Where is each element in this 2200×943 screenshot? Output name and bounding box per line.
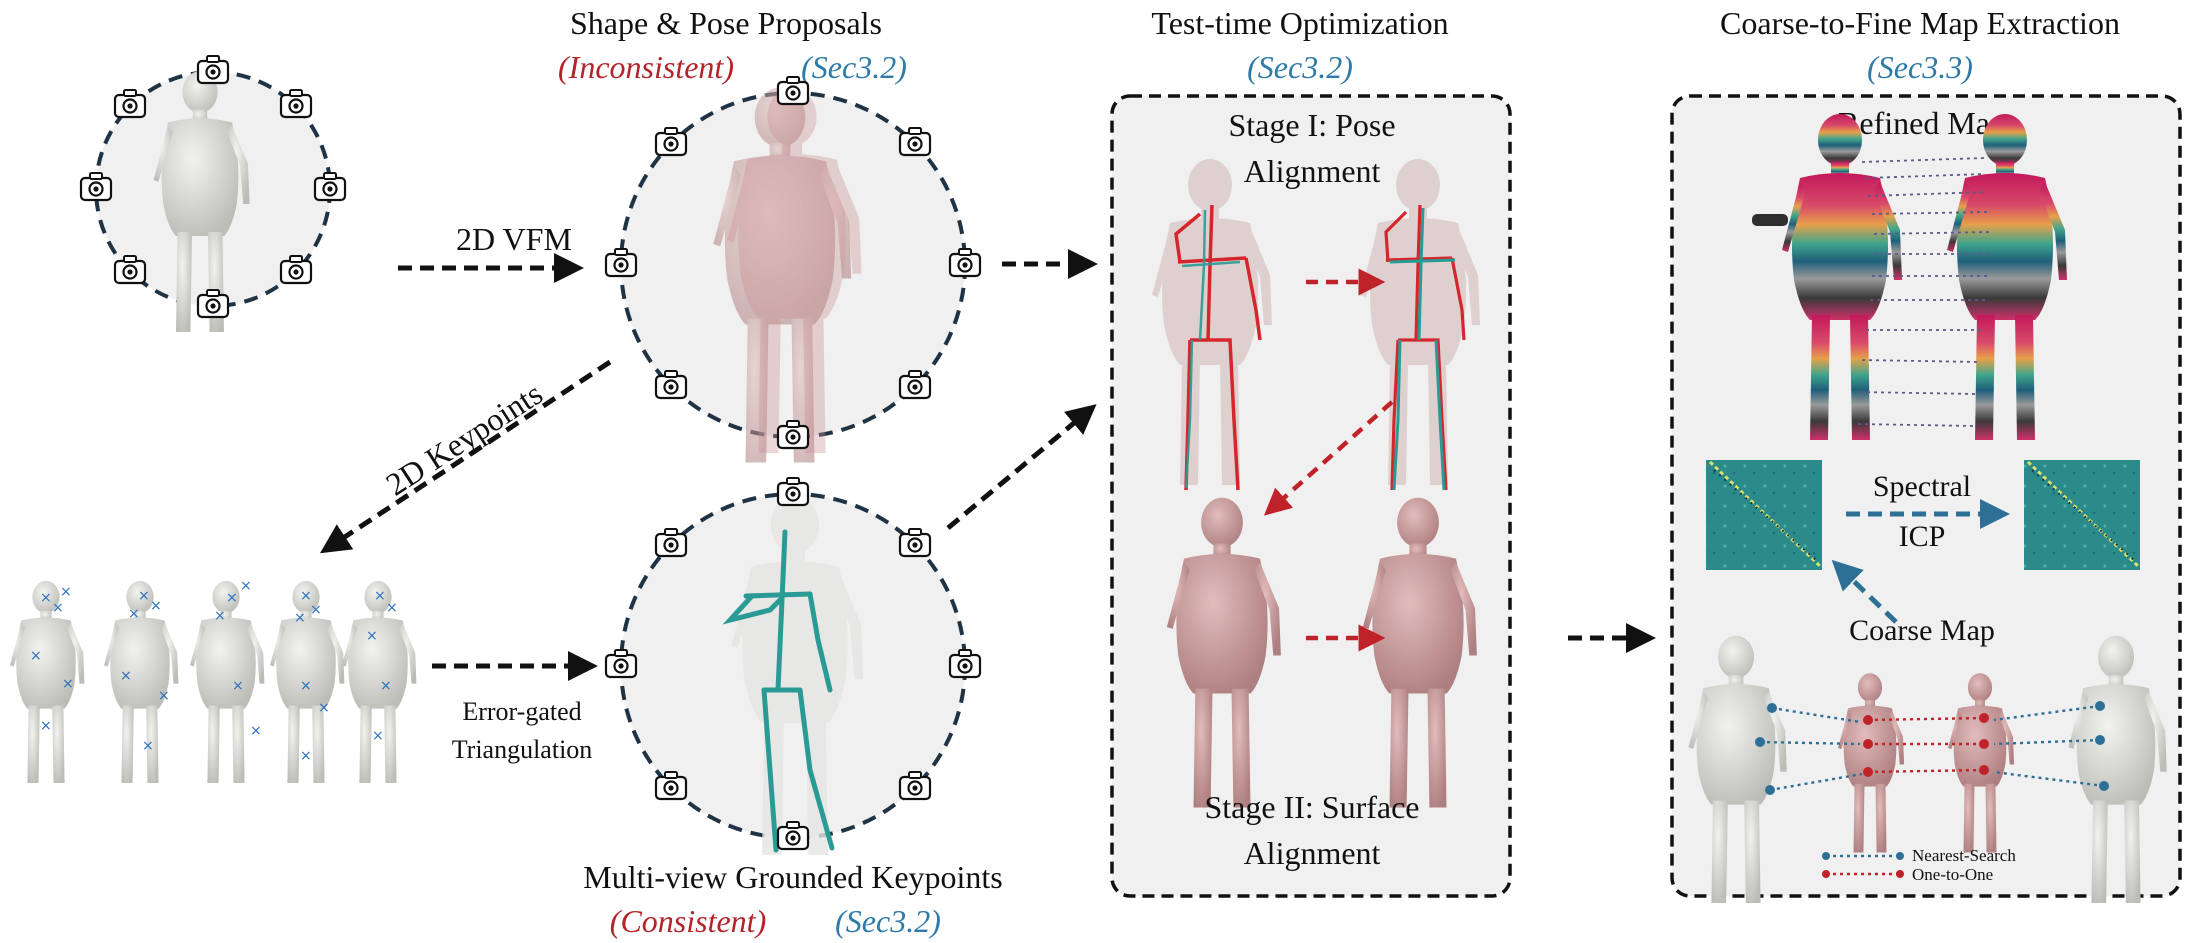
correspondence-matrix-icon	[2024, 460, 2140, 570]
svg-text:×: ×	[40, 590, 52, 606]
svg-text:×: ×	[294, 610, 306, 626]
svg-text:×: ×	[300, 588, 312, 604]
svg-text:×: ×	[318, 700, 330, 716]
stage1-label-2: Alignment	[1244, 153, 1381, 189]
svg-text:×: ×	[240, 578, 252, 594]
svg-text:×: ×	[150, 598, 162, 614]
svg-text:×: ×	[214, 608, 226, 624]
tto-panel: Stage I: Pose Alignment	[1110, 94, 1512, 898]
svg-text:×: ×	[158, 688, 170, 704]
skeleton-icon	[722, 529, 835, 853]
triangulation-label-1: Error-gated	[462, 697, 581, 726]
keypoints-label: 2D Keypoints	[379, 375, 548, 502]
vfm-label: 2D VFM	[456, 221, 572, 257]
tto-tag: (Sec3.2)	[1247, 49, 1353, 85]
proposals-tag-red: (Inconsistent)	[558, 49, 734, 85]
stage-transition-red-arrow	[1263, 400, 1394, 516]
proposals-title: Shape & Pose Proposals	[570, 5, 882, 41]
input-capture-ring	[79, 54, 347, 332]
svg-text:×: ×	[300, 678, 312, 694]
keypoints-arrow	[319, 359, 612, 554]
svg-text:×: ×	[250, 723, 262, 739]
extraction-panel: Refined Map	[1670, 94, 2182, 903]
svg-text:×: ×	[30, 648, 42, 664]
grounded-ring	[604, 476, 982, 855]
keypoint-views: ××× ××× ××× ××× ××× ×× ××× ××× ××× ××	[10, 578, 417, 783]
svg-text:×: ×	[142, 738, 154, 754]
coarse-map-label: Coarse Map	[1849, 614, 1995, 647]
legend-red-label: One-to-One	[1912, 865, 1993, 884]
spectral-label-2: ICP	[1899, 520, 1946, 553]
grounded-to-tto-arrow	[946, 404, 1097, 530]
svg-text:×: ×	[138, 588, 150, 604]
legend-blue-label: Nearest-Search	[1912, 846, 2016, 865]
grounded-title: Multi-view Grounded Keypoints	[583, 859, 1003, 895]
svg-text:×: ×	[374, 588, 386, 604]
svg-text:×: ×	[300, 748, 312, 764]
svg-text:×: ×	[226, 590, 238, 606]
svg-text:×: ×	[372, 728, 384, 744]
svg-text:×: ×	[232, 678, 244, 694]
refined-correspondence-lines	[1857, 157, 1991, 427]
tto-title: Test-time Optimization	[1151, 5, 1448, 41]
svg-text:×: ×	[310, 602, 322, 618]
svg-text:×: ×	[52, 600, 64, 616]
stage2-label-1: Stage II: Surface	[1204, 789, 1419, 825]
extraction-title: Coarse-to-Fine Map Extraction	[1720, 5, 2120, 41]
svg-text:×: ×	[386, 600, 398, 616]
proposals-tag-blue: (Sec3.2)	[801, 49, 907, 85]
svg-text:×: ×	[60, 584, 72, 600]
coarse-to-matrix-arrow	[1831, 559, 1898, 624]
svg-text:×: ×	[40, 718, 52, 734]
svg-text:×: ×	[380, 678, 392, 694]
proposal-ring	[604, 75, 982, 463]
correspondence-matrix-icon	[1706, 460, 1822, 570]
spectral-label-1: Spectral	[1873, 470, 1971, 503]
stage2-label-2: Alignment	[1244, 835, 1381, 871]
svg-text:×: ×	[366, 628, 378, 644]
svg-text:×: ×	[62, 676, 74, 692]
grounded-tag-blue: (Sec3.2)	[835, 903, 941, 939]
svg-text:×: ×	[128, 606, 140, 622]
svg-text:×: ×	[120, 668, 132, 684]
extraction-tag: (Sec3.3)	[1867, 49, 1973, 85]
triangulation-label-2: Triangulation	[452, 735, 593, 764]
refined-map-label: Refined Map	[1838, 105, 2006, 141]
stage1-label-1: Stage I: Pose	[1228, 107, 1395, 143]
grounded-tag-red: (Consistent)	[610, 903, 766, 939]
